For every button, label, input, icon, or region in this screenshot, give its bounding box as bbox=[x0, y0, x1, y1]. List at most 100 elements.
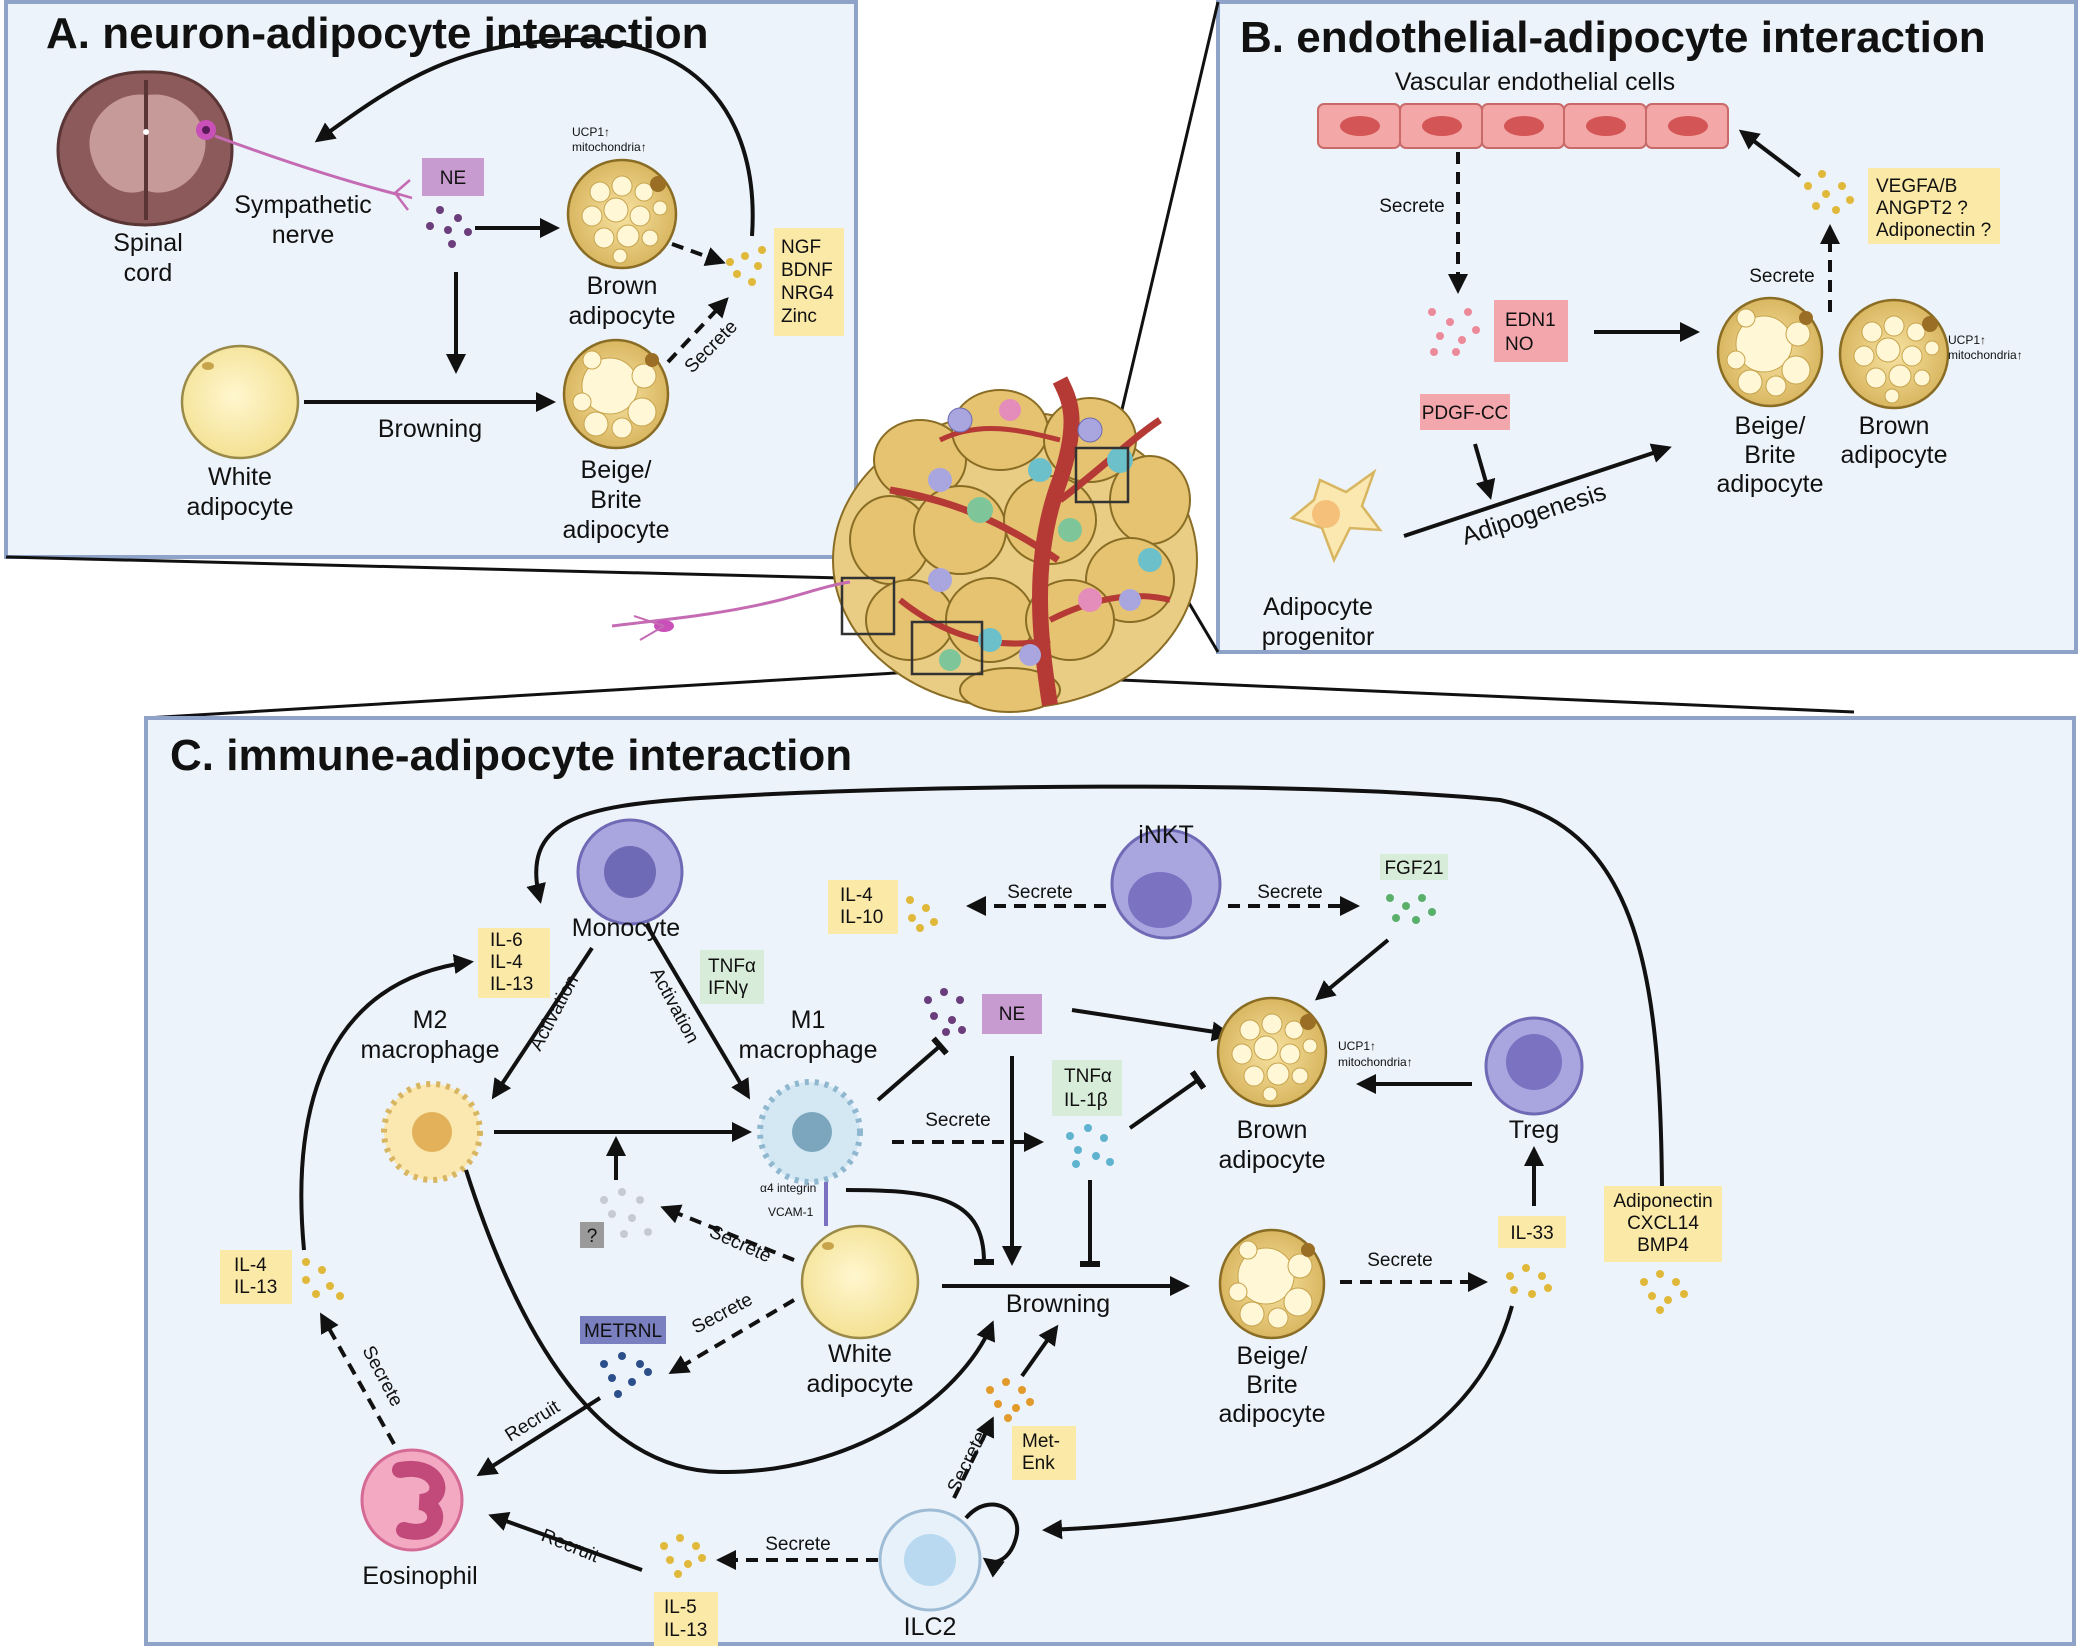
ucp1-b-label: UCP1↑ bbox=[1948, 333, 1986, 347]
m2-label-2: macrophage bbox=[361, 1036, 500, 1064]
secrete-ilc2-label: Secrete bbox=[765, 1534, 830, 1555]
il13-label-d: IL-13 bbox=[664, 1620, 707, 1641]
adipocyte-progenitor-label: Adipocyte bbox=[1263, 593, 1373, 621]
il4-il13-box bbox=[220, 1250, 292, 1304]
ne-c-label: NE bbox=[999, 1004, 1025, 1025]
il5-label: IL-5 bbox=[664, 1597, 697, 1618]
treg-icon bbox=[1484, 1016, 1584, 1116]
tnf-il1-dots bbox=[1066, 1124, 1114, 1168]
beige-b-label-3: adipocyte bbox=[1716, 470, 1823, 498]
secrete-right-label: Secrete bbox=[1749, 266, 1814, 287]
panel-c-title: C. immune-adipocyte interaction bbox=[170, 731, 852, 780]
cxcl14-label: CXCL14 bbox=[1627, 1213, 1699, 1234]
fgf21-label: FGF21 bbox=[1384, 858, 1443, 879]
panel-a-title: A. neuron-adipocyte interaction bbox=[46, 9, 709, 58]
ngf-label: NGF bbox=[781, 237, 821, 258]
il4-label-a: IL-4 bbox=[490, 952, 523, 973]
il13-label-c: IL-13 bbox=[234, 1277, 277, 1298]
il4-label-c: IL-4 bbox=[234, 1255, 267, 1276]
secrete-inkt-left: Secrete bbox=[1007, 882, 1072, 903]
pdgf-cc-box bbox=[1420, 394, 1510, 430]
unknown-factor-box bbox=[580, 1222, 604, 1248]
adiponectin-b-label: Adiponectin ? bbox=[1876, 220, 1991, 241]
metrnl-label: METRNL bbox=[584, 1321, 662, 1342]
tnf-il1-box bbox=[1052, 1060, 1122, 1116]
ilc2-icon bbox=[878, 1508, 982, 1612]
ne-c-box bbox=[982, 994, 1042, 1034]
white-adipocyte-c-icon bbox=[800, 1224, 920, 1340]
sympathetic-nerve-label: Sympathetic bbox=[234, 191, 372, 219]
ne-dots bbox=[426, 206, 472, 248]
vegf-dots bbox=[1804, 170, 1854, 214]
a4-integrin-label: α4 integrin bbox=[760, 1181, 816, 1195]
vcam1-label: VCAM-1 bbox=[768, 1205, 814, 1219]
eosinophil-icon bbox=[360, 1448, 464, 1552]
white-c-label-2: adipocyte bbox=[806, 1370, 913, 1398]
nrg4-label: NRG4 bbox=[781, 283, 834, 304]
tnfa-label-a: TNFα bbox=[708, 956, 756, 977]
browning-c-label: Browning bbox=[1006, 1290, 1110, 1318]
tnfa-label-b: TNFα bbox=[1064, 1066, 1112, 1087]
il10-label: IL-10 bbox=[840, 907, 883, 928]
zoom-connectors bbox=[5, 1, 1855, 720]
il6-label: IL-6 bbox=[490, 930, 523, 951]
brown-adipocyte-icon bbox=[566, 158, 678, 270]
white-adipocyte-icon bbox=[180, 344, 300, 460]
adipose-tissue-icon bbox=[611, 376, 1198, 713]
adipocyte-progenitor-label-2: progenitor bbox=[1262, 623, 1375, 651]
beige-b-label-2: Brite bbox=[1744, 441, 1795, 469]
ilc2-label: ILC2 bbox=[904, 1613, 957, 1641]
metrnl-box bbox=[580, 1316, 666, 1344]
factor-dots bbox=[726, 246, 766, 286]
brown-adipocyte-c-icon bbox=[1216, 996, 1328, 1108]
edn1-label: EDN1 bbox=[1505, 310, 1556, 331]
bmp4-label: BMP4 bbox=[1637, 1235, 1689, 1256]
secrete-inkt-right: Secrete bbox=[1257, 882, 1322, 903]
neurotrophic-factors-box bbox=[774, 228, 844, 336]
ne-box bbox=[422, 158, 484, 196]
panel-b: B. endothelial-adipocyte interaction Vas… bbox=[1216, 0, 2078, 654]
beige-c-label-3: adipocyte bbox=[1218, 1400, 1325, 1428]
mitochondria-c-label: mitochondria↑ bbox=[1338, 1055, 1413, 1069]
zinc-label: Zinc bbox=[781, 306, 817, 327]
il4-il10-box bbox=[828, 880, 898, 934]
adiponectin-c-label: Adiponectin bbox=[1613, 1191, 1712, 1212]
mitochondria-label: mitochondria↑ bbox=[572, 140, 647, 154]
m2-macrophage-icon bbox=[381, 1081, 483, 1183]
adiponectin-box bbox=[1604, 1186, 1722, 1262]
metrnl-dots bbox=[600, 1352, 652, 1398]
ifng-label: IFNγ bbox=[708, 978, 749, 999]
brown-c-label: Brown bbox=[1237, 1116, 1308, 1144]
edn1-dots bbox=[1428, 308, 1480, 356]
panel-b-title: B. endothelial-adipocyte interaction bbox=[1240, 13, 1986, 62]
adipocyte-progenitor-icon bbox=[1289, 468, 1383, 564]
il4-label-b: IL-4 bbox=[840, 885, 873, 906]
beige-b-label: Beige/ bbox=[1735, 412, 1806, 440]
angpt2-label: ANGPT2 ? bbox=[1876, 198, 1968, 219]
white-c-label: White bbox=[828, 1340, 892, 1368]
spinal-cord-label: Spinal bbox=[113, 229, 183, 257]
m1-macrophage-icon bbox=[757, 1079, 863, 1185]
m2-label: M2 bbox=[413, 1006, 448, 1034]
eosinophil-label: Eosinophil bbox=[362, 1562, 477, 1590]
beige-c-label: Beige/ bbox=[1237, 1342, 1308, 1370]
vascular-endothelial-label: Vascular endothelial cells bbox=[1395, 68, 1675, 96]
il1b-label: IL-1β bbox=[1064, 1090, 1108, 1111]
secrete-left-label: Secrete bbox=[1379, 196, 1444, 217]
vegfa-label: VEGFA/B bbox=[1876, 176, 1957, 197]
vegf-box bbox=[1868, 168, 2000, 244]
bdnf-label: BDNF bbox=[781, 260, 833, 281]
beige-c-label-2: Brite bbox=[1246, 1371, 1297, 1399]
beige-adipocyte-icon bbox=[562, 338, 670, 450]
il5-dots bbox=[660, 1534, 706, 1578]
sympathetic-nerve-fiber bbox=[214, 134, 401, 197]
endothelial-cells-icon bbox=[1317, 103, 1729, 149]
ucp1-c-label: UCP1↑ bbox=[1338, 1039, 1376, 1053]
spinal-cord-label-2: cord bbox=[124, 259, 173, 287]
beige-adipocyte-label-2: Brite bbox=[590, 486, 641, 514]
pdgf-cc-label: PDGF-CC bbox=[1422, 403, 1509, 424]
inkt-label: iNKT bbox=[1138, 821, 1194, 849]
beige-adipocyte-b-icon bbox=[1716, 296, 1824, 408]
white-adipocyte-label-2: adipocyte bbox=[186, 493, 293, 521]
il6-box bbox=[478, 928, 550, 998]
